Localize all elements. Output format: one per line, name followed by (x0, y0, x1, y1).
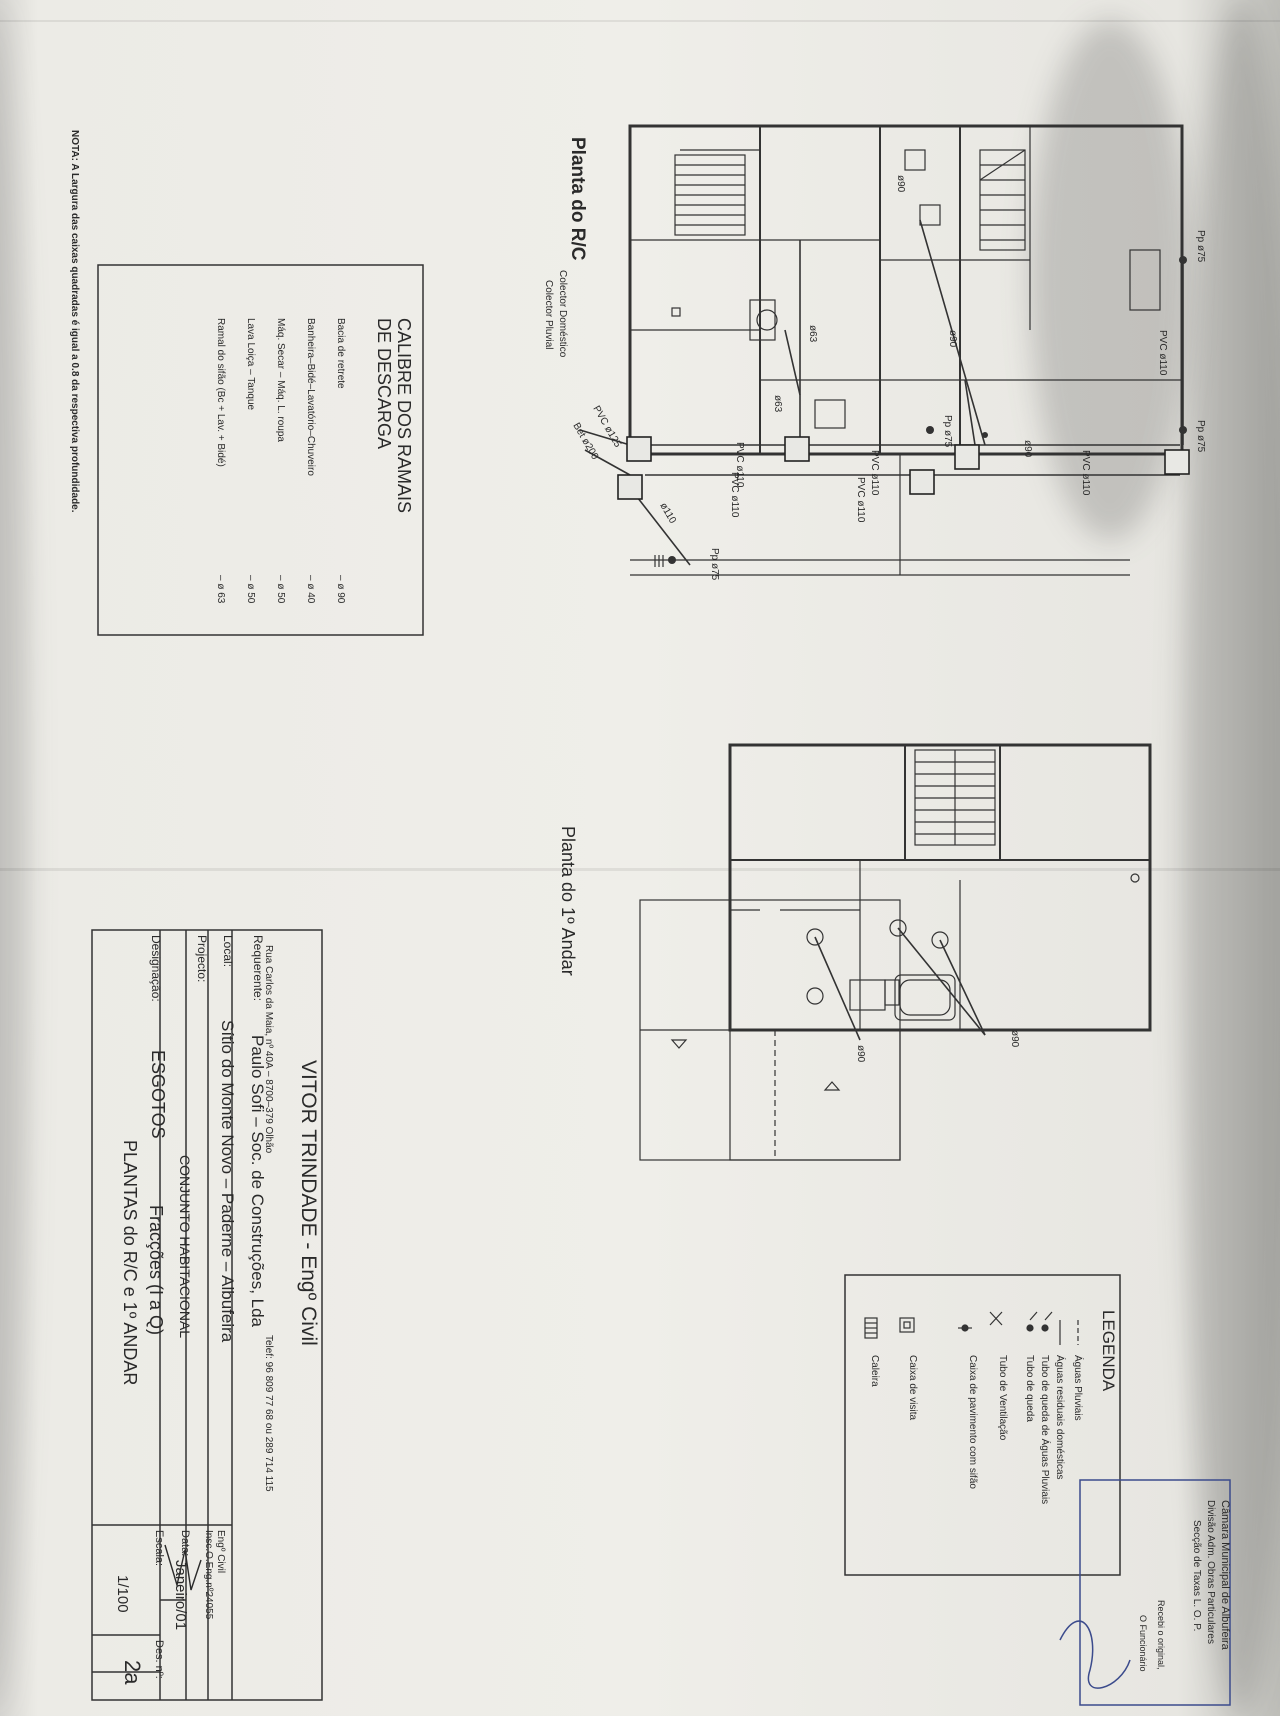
local-label: Local: (221, 935, 235, 967)
legend: LEGENDA Águas Pluviais Águas residuais d… (869, 1310, 1118, 1504)
first-floor-title: Planta do 1º Andar (558, 826, 578, 976)
first-floor-labels: Planta do 1º Andar ø90 ø90 (558, 826, 1020, 1063)
paper-fold-line-top (0, 20, 1280, 22)
collector-domestic-label: Colector Doméstico (557, 270, 568, 358)
pipe-label: PVC ø110 (855, 477, 866, 523)
calibre-title-2: DE DESCARGA (374, 318, 394, 449)
requerente-value: Paulo Sofi – Soc. de Construções, Lda (248, 1035, 267, 1328)
stamp-official: O Funcionário (1138, 1615, 1148, 1672)
pipe-label: PVC ø125 (590, 404, 623, 450)
branch-label: ø90 (1022, 440, 1033, 458)
ground-floor-labels: Planta do R/C Pp ø75 Pp ø75 Pp ø75 Pp ø7… (543, 137, 1206, 581)
engineer-name: VITOR TRINDADE - Engº Civil (297, 1060, 320, 1346)
des-label: Des. nº: (153, 1640, 165, 1679)
gutter-hatching (654, 555, 664, 567)
projecto-label: Projecto: (195, 935, 209, 982)
ground-floor-sewer-runs (579, 219, 1184, 566)
ground-floor-plan (628, 124, 1184, 576)
pipe-label: PVC ø110 (729, 472, 740, 518)
calibre-row-label: Bacia de retrete (335, 318, 346, 389)
pipe-label: PVC ø110 (734, 442, 745, 488)
legend-item-label: Tubo de Ventilação (997, 1355, 1008, 1441)
calibre-row-label: Lava Loiça – Tanque (245, 318, 256, 411)
calibre-row-value: – ø 40 (305, 575, 316, 604)
collector-rain-label: Colector Pluvial (543, 280, 554, 349)
stamp-line-1: Câmara Municipal de Albufeira (1219, 1500, 1231, 1651)
signature-scribble (1059, 1620, 1131, 1689)
legend-item-label: Águas Pluviais (1072, 1355, 1085, 1421)
legend-title: LEGENDA (1099, 1310, 1118, 1392)
data-value: Janeiro/01 (172, 1560, 189, 1630)
legend-symbols (864, 1311, 1079, 1345)
engineer-phone: Telef: 96 809 77 68 ou 289 714 115 (263, 1335, 274, 1492)
calibre-row-value: – ø 63 (215, 575, 226, 604)
engineer-address: Rua Carlos da Maia, nº 40A – 8700–379 Ol… (263, 945, 274, 1154)
calibre-title-1: CALIBRE DOS RAMAIS (394, 318, 414, 513)
local-value: Sítio do Monte Novo – Paderne – Albufeir… (218, 1020, 237, 1343)
des-value: 2a (120, 1660, 145, 1685)
designacao-3: PLANTAS do R/C e 1º ANDAR (120, 1140, 140, 1385)
branch-label: ø63 (772, 395, 783, 413)
branch-label: ø90 (1009, 1030, 1020, 1048)
legend-item-label: Tubo de queda de Águas Pluviais (1039, 1355, 1052, 1504)
calibre-table: CALIBRE DOS RAMAIS DE DESCARGA Bacia de … (215, 318, 414, 604)
stamp-received: Recebi o original, (1156, 1600, 1166, 1670)
downpipe-label: Pp ø75 (1195, 230, 1206, 263)
stamp-frame (1079, 1479, 1231, 1706)
branch-label: ø90 (947, 330, 958, 348)
escala-label: Escala: (153, 1530, 165, 1566)
calibre-row-value: – ø 50 (275, 575, 286, 604)
designacao-2: Fracções (I a Q) (146, 1205, 166, 1335)
designacao-label: Designação: (149, 935, 163, 1002)
legend-item-label: Águas residuais domésticas (1054, 1355, 1067, 1480)
calibre-row-label: Máq. Secar – Máq. L. roupa (275, 318, 286, 442)
data-label: Data: (179, 1530, 191, 1556)
stamp-line-2: Divisão Adm. Obras Particulares (1205, 1500, 1216, 1644)
title-block: VITOR TRINDADE - Engº Civil Rua Carlos d… (114, 935, 320, 1685)
branch-label: ø63 (807, 325, 818, 343)
calibre-row-value: – ø 50 (245, 575, 256, 604)
handwritten-signature (164, 1544, 202, 1591)
title-block-grid (91, 929, 323, 1701)
pipe-label: PVC ø110 (869, 450, 880, 496)
branch-label: ø90 (895, 175, 906, 193)
projecto-value: CONJUNTO HABITACIONAL (177, 1155, 193, 1338)
pipe-label: PVC ø110 (1157, 330, 1168, 376)
branch-label: ø90 (855, 1045, 866, 1063)
escala-value: 1/100 (114, 1575, 131, 1613)
scan-shadow-right (1180, 0, 1280, 1716)
stamp-line-3: Secção de Taxas L. O. P. (1191, 1520, 1202, 1631)
ground-floor-downpipe-markers (668, 256, 1187, 564)
calibre-row-label: Ramal do sifão (Bc + Lav. + Bidé) (215, 318, 226, 467)
legend-item-label: Caleira (869, 1355, 880, 1387)
downpipe-label: Pp ø75 (1195, 420, 1206, 453)
legend-item-label: Caixa de pavimento com sifão (967, 1355, 978, 1489)
ground-floor-inspection-boxes (617, 436, 1190, 500)
engineer-registration: Insc.O.Eng.nº24055 (203, 1530, 214, 1620)
pipe-label: ø110 (657, 501, 678, 526)
note-text: NOTA: A Largura das caixas quadradas é i… (69, 130, 80, 513)
engineer-role: Engº Civil (215, 1530, 226, 1573)
calibre-row-label: Banheira–Bidé–Lavatório–Chuveiro (305, 318, 316, 476)
ground-floor-title: Planta do R/C (567, 137, 588, 261)
municipal-stamp: Câmara Municipal de Albufeira Divisão Ad… (1138, 1500, 1231, 1672)
legend-item-label: Caixa de visita (907, 1355, 918, 1420)
first-floor-plan (639, 743, 1152, 1161)
designacao-1: ESGOTOS (148, 1050, 168, 1139)
legend-frame (844, 1274, 1121, 1576)
pipe-label: PVC ø110 (1080, 450, 1091, 496)
calibre-table-frame (97, 264, 424, 636)
downpipe-label: Pp ø75 (709, 548, 720, 581)
downpipe-label: Pp ø75 (942, 415, 953, 448)
pipe-label: Bet ø200 (570, 421, 600, 462)
paper-fold-line (0, 868, 1280, 871)
requerente-label: Requerente: (251, 935, 265, 1001)
calibre-row-value: – ø 90 (335, 575, 346, 604)
legend-item-label: Tubo de queda (1024, 1355, 1035, 1422)
